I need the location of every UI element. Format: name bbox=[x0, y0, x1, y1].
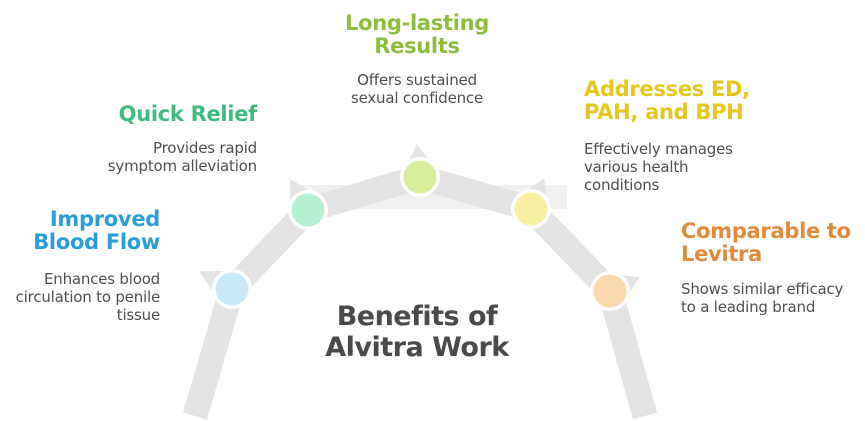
benefit-addresses-ed-pah-bph: Addresses ED, PAH, and BPH Effectively m… bbox=[584, 78, 824, 195]
ribbon-segment-left-tail bbox=[182, 285, 245, 420]
heading-line: Results bbox=[374, 34, 460, 58]
heading-line: Quick Relief bbox=[118, 102, 258, 126]
description-line: Provides rapid bbox=[153, 139, 257, 157]
diagram-title: Benefits of Alvitra Work bbox=[267, 301, 567, 363]
benefit-heading: Addresses ED, PAH, and BPH bbox=[584, 78, 824, 124]
benefit-description: Offers sustained sexual confidence bbox=[287, 71, 547, 107]
benefit-quick-relief: Quick Relief Provides rapid symptom alle… bbox=[27, 102, 258, 176]
title-line: Alvitra Work bbox=[325, 332, 509, 363]
benefit-description: Effectively manages various health condi… bbox=[584, 140, 824, 194]
heading-line: Long-lasting bbox=[345, 11, 489, 35]
description-line: Enhances blood bbox=[43, 270, 160, 288]
ribbon-segment-right-tail bbox=[597, 287, 658, 420]
benefit-heading: Comparable to Levitra bbox=[681, 220, 865, 266]
benefit-comparable-to-levitra: Comparable to Levitra Shows similar effi… bbox=[681, 220, 865, 317]
title-line: Benefits of bbox=[336, 301, 498, 332]
description-line: conditions bbox=[584, 176, 660, 194]
heading-line: Improved bbox=[49, 207, 160, 231]
benefit-description: Shows similar efficacy to a leading bran… bbox=[681, 280, 865, 316]
node-circle-long-lasting-results bbox=[403, 160, 437, 194]
benefit-heading: Long-lasting Results bbox=[287, 12, 547, 58]
benefit-description: Provides rapid symptom alleviation bbox=[27, 139, 257, 175]
benefit-heading: Quick Relief bbox=[27, 102, 258, 126]
description-line: to a leading brand bbox=[681, 298, 816, 316]
description-line: tissue bbox=[116, 306, 160, 324]
benefit-description: Enhances blood circulation to penile tis… bbox=[4, 270, 161, 324]
description-line: sexual confidence bbox=[350, 89, 483, 107]
description-line: Effectively manages bbox=[584, 140, 733, 158]
description-line: Offers sustained bbox=[357, 71, 477, 89]
heading-line: Blood Flow bbox=[33, 230, 160, 254]
heading-line: Levitra bbox=[681, 242, 762, 266]
node-circle-improved-blood-flow bbox=[215, 272, 249, 306]
node-circle-quick-relief bbox=[291, 193, 325, 227]
description-line: circulation to penile bbox=[15, 288, 161, 306]
node-circle-comparable-to-levitra bbox=[593, 274, 627, 308]
heading-line: PAH, and BPH bbox=[584, 100, 744, 124]
heading-line: Comparable to bbox=[681, 219, 851, 243]
benefit-heading: Improved Blood Flow bbox=[4, 208, 160, 254]
description-line: various health bbox=[584, 158, 689, 176]
description-line: symptom alleviation bbox=[107, 157, 257, 175]
node-circle-addresses-ed-pah-bph bbox=[514, 192, 548, 226]
description-line: Shows similar efficacy bbox=[681, 280, 844, 298]
heading-line: Addresses ED, bbox=[584, 77, 750, 101]
benefit-long-lasting-results: Long-lasting Results Offers sustained se… bbox=[287, 12, 547, 108]
benefit-improved-blood-flow: Improved Blood Flow Enhances blood circu… bbox=[4, 208, 161, 325]
